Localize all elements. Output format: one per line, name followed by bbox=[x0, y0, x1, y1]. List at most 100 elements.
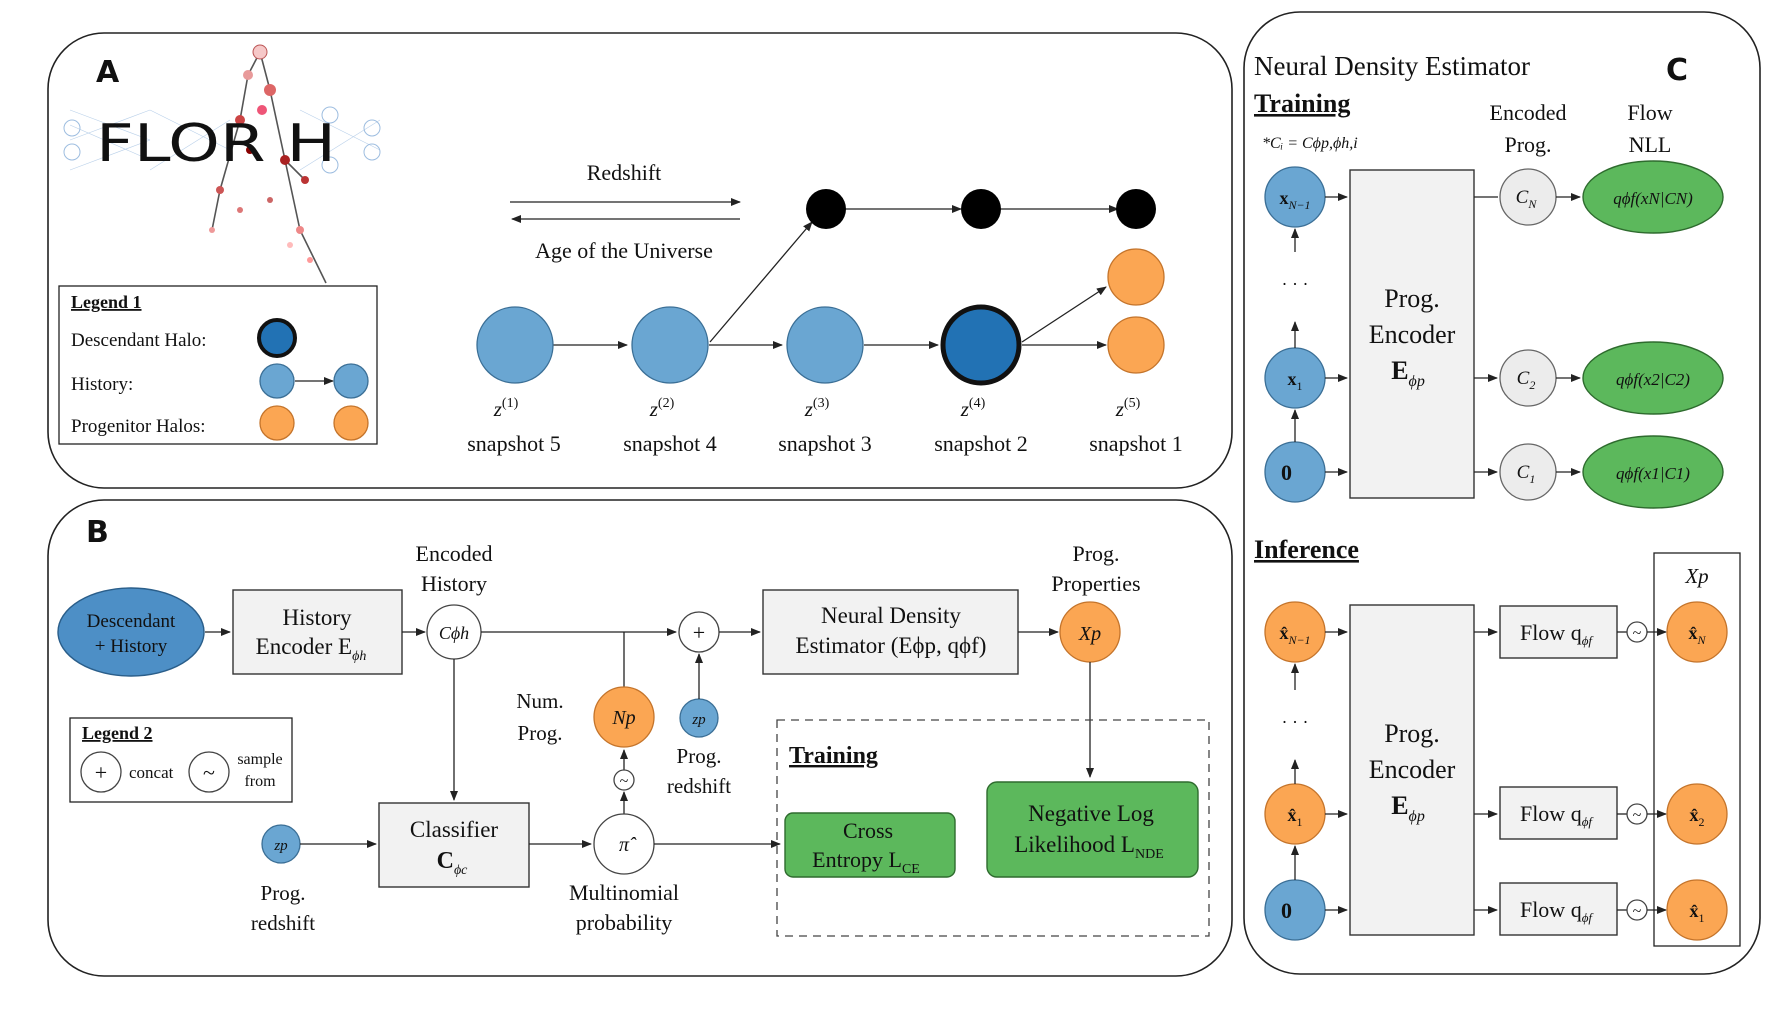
flow-box-1-label: Flow qϕf bbox=[1520, 897, 1594, 925]
encoded-history-label-2: History bbox=[421, 571, 487, 596]
z-label-4: z(4) bbox=[960, 396, 986, 421]
snapshot-label-3: snapshot 3 bbox=[778, 431, 872, 456]
snapshot-label-4: snapshot 2 bbox=[934, 431, 1028, 456]
infer-input-x1-label: x̂1 bbox=[1288, 805, 1303, 829]
halo-snapshot-3 bbox=[786, 306, 864, 384]
halo-snapshot-2-descendant bbox=[940, 304, 1022, 386]
panel-b: B Descendant + History History Encoder E… bbox=[47, 499, 1233, 977]
redshift-label: Redshift bbox=[587, 160, 662, 185]
legend-concat-label: concat bbox=[129, 763, 174, 782]
z-label-1: z(1) bbox=[493, 396, 519, 421]
cross-entropy-box bbox=[784, 812, 956, 878]
prog-redshift-label-top-1: Prog. bbox=[677, 744, 722, 768]
legend-progenitor-label: Progenitor Halos: bbox=[71, 416, 206, 437]
prog-redshift-label-bottom-2: redshift bbox=[251, 911, 315, 935]
train-input-x1-label: x1 bbox=[1288, 369, 1303, 393]
flow-nll-1 bbox=[1582, 435, 1724, 509]
encoded-prog-c1-label: C1 bbox=[1517, 462, 1536, 486]
legend-2: Legend 2 + concat ~ sample from bbox=[69, 717, 293, 803]
xp-output-label: Xp bbox=[1684, 564, 1708, 588]
flow-box-n-label: Flow qϕf bbox=[1520, 620, 1594, 648]
progenitor-halo-1 bbox=[1107, 316, 1165, 374]
progenitor-halo-2 bbox=[1107, 248, 1165, 306]
nde-label-2: Estimator (Eϕp, qϕf) bbox=[796, 633, 987, 658]
prog-redshift-label-bottom-1: Prog. bbox=[261, 881, 306, 905]
infer-output-x2-label: x̂2 bbox=[1690, 805, 1705, 829]
legend-descendant-label: Descendant Halo: bbox=[71, 330, 207, 351]
panel-a-frame bbox=[47, 32, 1233, 489]
nll-label-2: Likelihood LNDE bbox=[1014, 832, 1164, 862]
np-symbol: Np bbox=[611, 707, 635, 729]
panel-a-label: A bbox=[96, 55, 120, 90]
prog-encoder-box-training bbox=[1349, 169, 1475, 499]
legend-1: Legend 1 Descendant Halo: History: Proge… bbox=[58, 285, 378, 445]
halo-snapshot-4 bbox=[631, 306, 709, 384]
merged-halo-2 bbox=[961, 189, 1001, 229]
descendant-label-1: Descendant bbox=[87, 611, 176, 632]
infer-input-xn-1-label: x̂N−1 bbox=[1279, 623, 1310, 647]
encoded-prog-cn-label: CN bbox=[1516, 187, 1538, 211]
legend-concat-symbol: + bbox=[95, 760, 107, 785]
encoded-prog-label-2: Prog. bbox=[1504, 132, 1551, 157]
panel-c-title: Neural Density Estimator bbox=[1254, 51, 1530, 81]
flow-nll-label-2: NLL bbox=[1629, 132, 1672, 157]
xp-symbol: Xp bbox=[1078, 623, 1101, 645]
legend-history-halo-1 bbox=[259, 363, 295, 399]
cross-entropy-label-1: Cross bbox=[843, 818, 893, 843]
num-prog-label-1: Num. bbox=[516, 689, 563, 713]
snapshot-labels: z(1) snapshot 5 z(2) snapshot 4 z(3) sna… bbox=[467, 396, 1183, 456]
legend-1-box bbox=[58, 285, 378, 445]
legend-sample-symbol: ~ bbox=[203, 760, 215, 785]
infer-input-xn-1 bbox=[1264, 601, 1326, 663]
sample-node-b bbox=[613, 769, 635, 791]
descendant-label-2: + History bbox=[95, 636, 168, 657]
snapshot-label-2: snapshot 4 bbox=[623, 431, 717, 456]
flow-nll-n bbox=[1582, 160, 1724, 234]
num-prog-node bbox=[593, 686, 655, 748]
legend-concat-icon bbox=[80, 751, 122, 793]
c-phi-h: Cϕh bbox=[439, 623, 469, 643]
age-label: Age of the Universe bbox=[535, 238, 713, 263]
legend-1-title: Legend 1 bbox=[71, 292, 142, 312]
encoded-prog-c2-label: C2 bbox=[1517, 368, 1536, 392]
panel-c-label: C bbox=[1666, 53, 1688, 88]
infer-input-zero-label: 0⃗ bbox=[1281, 898, 1309, 923]
infer-ellipsis: · · · bbox=[1282, 712, 1309, 732]
nde-label-1: Neural Density bbox=[821, 603, 961, 628]
infer-output-xn-label: x̂N bbox=[1688, 623, 1706, 647]
nll-label-1: Negative Log bbox=[1028, 801, 1154, 826]
train-input-zero-label: 0⃗ bbox=[1281, 460, 1309, 485]
c-note: *Cᵢ = Cϕp,ϕh,i bbox=[1262, 135, 1358, 152]
zp-bottom-symbol: zp bbox=[273, 838, 288, 854]
training-region bbox=[776, 719, 1210, 937]
legend-history-halo-2 bbox=[333, 363, 369, 399]
panel-b-frame bbox=[47, 499, 1233, 977]
sample-symbol-2: ~ bbox=[1633, 807, 1642, 824]
concat-symbol: + bbox=[693, 620, 705, 645]
multinomial-label-2: probability bbox=[576, 910, 673, 935]
logo-text: FLOR H bbox=[96, 114, 336, 174]
legend-descendant-halo bbox=[257, 318, 297, 358]
panel-c-frame bbox=[1243, 11, 1761, 975]
z-label-2: z(2) bbox=[649, 396, 675, 421]
history-encoder-box bbox=[232, 589, 403, 675]
multinomial-label-1: Multinomial bbox=[569, 880, 679, 905]
history-encoder-label-2: Encoder Eϕh bbox=[256, 634, 367, 664]
prog-encoder-inference-label-3: Eϕp bbox=[1391, 791, 1425, 825]
prog-encoder-training-label-1: Prog. bbox=[1384, 284, 1440, 313]
prog-encoder-training-label-3: Eϕp bbox=[1391, 356, 1425, 390]
legend-sample-icon bbox=[188, 751, 230, 793]
panel-a: A bbox=[47, 32, 1233, 489]
descendant-history-node bbox=[57, 587, 205, 677]
flow-box-1 bbox=[1499, 882, 1618, 936]
sample-symbol-1: ~ bbox=[1633, 903, 1642, 920]
classifier-label-1: Classifier bbox=[410, 817, 498, 842]
legend-history-label: History: bbox=[71, 374, 133, 395]
flow-box-n bbox=[1499, 605, 1618, 659]
train-input-xn-1-label: xN−1 bbox=[1279, 188, 1310, 212]
snapshot-label-5: snapshot 1 bbox=[1089, 431, 1183, 456]
halo-snapshot-5 bbox=[476, 306, 554, 384]
snapshot-label-1: snapshot 5 bbox=[467, 431, 561, 456]
legend-sample-label-2: from bbox=[244, 773, 276, 790]
